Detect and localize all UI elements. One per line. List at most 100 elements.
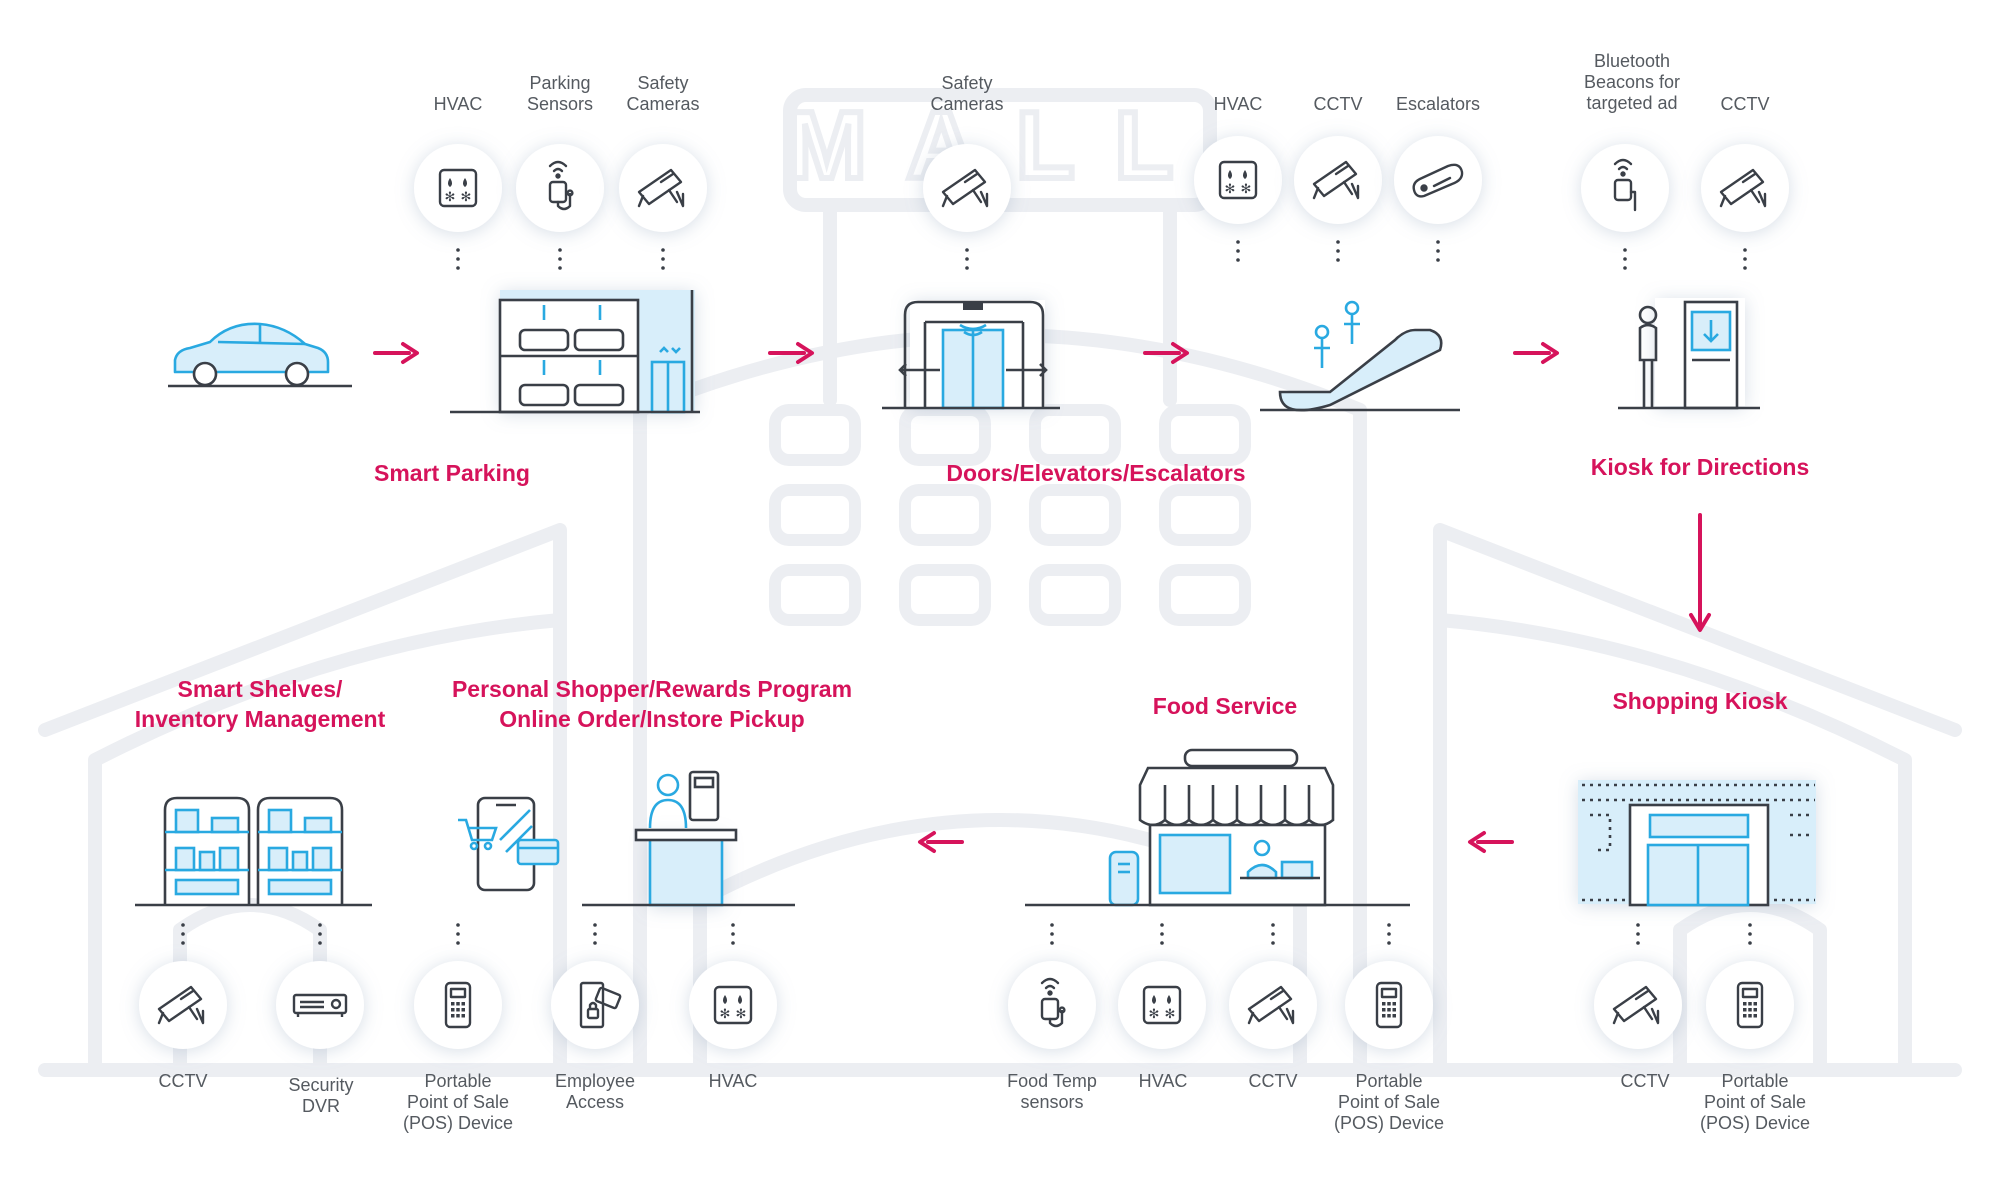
device-label: Bluetooth Beacons for targeted ad xyxy=(1583,51,1681,113)
connector-dot xyxy=(456,941,460,945)
personal-shopper-counter-illustration xyxy=(582,770,795,907)
connector-dot xyxy=(181,932,185,936)
pos-device-badge xyxy=(1345,923,1433,1049)
device-circle xyxy=(1581,144,1669,232)
zone-title-kiosk-for-directions: Kiosk for Directions xyxy=(1590,454,1810,480)
connector-dot xyxy=(318,941,322,945)
pos-device-badge xyxy=(414,923,502,1049)
flow-arrow-down xyxy=(1689,513,1711,632)
connector-dot xyxy=(456,932,460,936)
flow-arrow-3 xyxy=(1143,342,1189,364)
dvr-device-badge xyxy=(276,923,364,1049)
connector-dot xyxy=(1336,258,1340,262)
shopping-kiosk-illustration xyxy=(1578,780,1816,907)
connector-dot xyxy=(1236,258,1240,262)
camera-device-badge xyxy=(1229,923,1317,1049)
flow-arrow-4 xyxy=(1513,342,1559,364)
device-circle xyxy=(1008,961,1096,1049)
connector-dot xyxy=(661,248,665,252)
zone-title-food-service: Food Service xyxy=(1152,693,1298,719)
connector-dot xyxy=(1636,932,1640,936)
device-circle xyxy=(1701,144,1789,232)
connector-dot xyxy=(1050,941,1054,945)
camera-device-badge xyxy=(1701,144,1789,270)
beacon-device-badge xyxy=(1581,144,1669,270)
camera-device-badge xyxy=(1594,923,1682,1049)
device-circle xyxy=(1229,961,1317,1049)
connector-dot xyxy=(1336,240,1340,244)
connector-dot xyxy=(1636,923,1640,927)
pos-device-badge xyxy=(1706,923,1794,1049)
connector-dot xyxy=(1748,923,1752,927)
direction-kiosk-illustration xyxy=(1618,298,1760,410)
connector-dot xyxy=(456,257,460,261)
connector-dot xyxy=(1636,941,1640,945)
connector-dot xyxy=(1160,941,1164,945)
connector-dot xyxy=(661,266,665,270)
hvac-device-badge xyxy=(414,144,502,270)
connector-dot xyxy=(965,248,969,252)
connector-dot xyxy=(1623,248,1627,252)
connector-dot xyxy=(1236,249,1240,253)
hvac-device-badge xyxy=(1118,923,1206,1049)
hvac-device-badge xyxy=(689,923,777,1049)
device-label: Safety Cameras xyxy=(626,73,700,114)
camera-device-badge xyxy=(139,923,227,1049)
connector-dot xyxy=(593,923,597,927)
car-illustration xyxy=(168,322,352,388)
device-circle xyxy=(516,144,604,232)
connector-dot xyxy=(558,266,562,270)
device-label: CCTV xyxy=(1313,94,1363,114)
hvac-device-badge xyxy=(1194,136,1282,262)
device-label: Portable Point of Sale (POS) Device xyxy=(1333,1071,1445,1133)
connector-dot xyxy=(1271,941,1275,945)
connector-dot xyxy=(731,941,735,945)
access-device-badge xyxy=(551,923,639,1049)
flow-arrow-2 xyxy=(768,342,814,364)
connector-dot xyxy=(731,923,735,927)
connector-dot xyxy=(1387,941,1391,945)
device-circle xyxy=(139,961,227,1049)
connector-dot xyxy=(1236,240,1240,244)
device-circle xyxy=(1394,136,1482,224)
device-circle xyxy=(923,144,1011,232)
smart-shelves-illustration xyxy=(135,796,372,907)
connector-dot xyxy=(1743,248,1747,252)
connector-dot xyxy=(1336,249,1340,253)
escalator-sensor-device-badge xyxy=(1394,136,1482,262)
device-label: Portable Point of Sale (POS) Device xyxy=(1699,1071,1811,1133)
device-label: CCTV xyxy=(158,1071,208,1091)
connector-dot xyxy=(1387,932,1391,936)
connector-dot xyxy=(181,941,185,945)
device-label: HVAC xyxy=(708,1071,758,1091)
camera-device-badge xyxy=(923,144,1011,270)
device-label: HVAC xyxy=(1213,94,1263,114)
food-service-illustration xyxy=(1025,748,1410,907)
device-label: CCTV xyxy=(1620,1071,1670,1091)
connector-dot xyxy=(558,257,562,261)
connector-dot xyxy=(1748,941,1752,945)
device-label: Parking Sensors xyxy=(526,73,594,114)
parking-garage-illustration xyxy=(450,290,700,414)
connector-dot xyxy=(1050,923,1054,927)
device-label: Food Temp sensors xyxy=(1007,1071,1097,1112)
hvac-icon xyxy=(438,168,478,208)
device-label: Employee Access xyxy=(554,1071,636,1112)
device-label: Security DVR xyxy=(288,1075,354,1116)
sensor-device-badge xyxy=(1008,923,1096,1049)
camera-device-badge xyxy=(619,144,707,270)
connector-dot xyxy=(1160,932,1164,936)
connector-dot xyxy=(965,266,969,270)
flow-arrow-left-1 xyxy=(1468,831,1514,853)
zone-title-personal-shopper: Personal Shopper/Rewards Program Online … xyxy=(451,676,853,732)
connector-dot xyxy=(1160,923,1164,927)
device-label: HVAC xyxy=(433,94,483,114)
sensor-device-badge xyxy=(516,144,604,270)
connector-dot xyxy=(1743,266,1747,270)
device-circle xyxy=(1594,961,1682,1049)
connector-dot xyxy=(456,923,460,927)
device-circle xyxy=(1294,136,1382,224)
connector-dot xyxy=(1387,923,1391,927)
mobile-shopping-illustration xyxy=(458,796,560,892)
